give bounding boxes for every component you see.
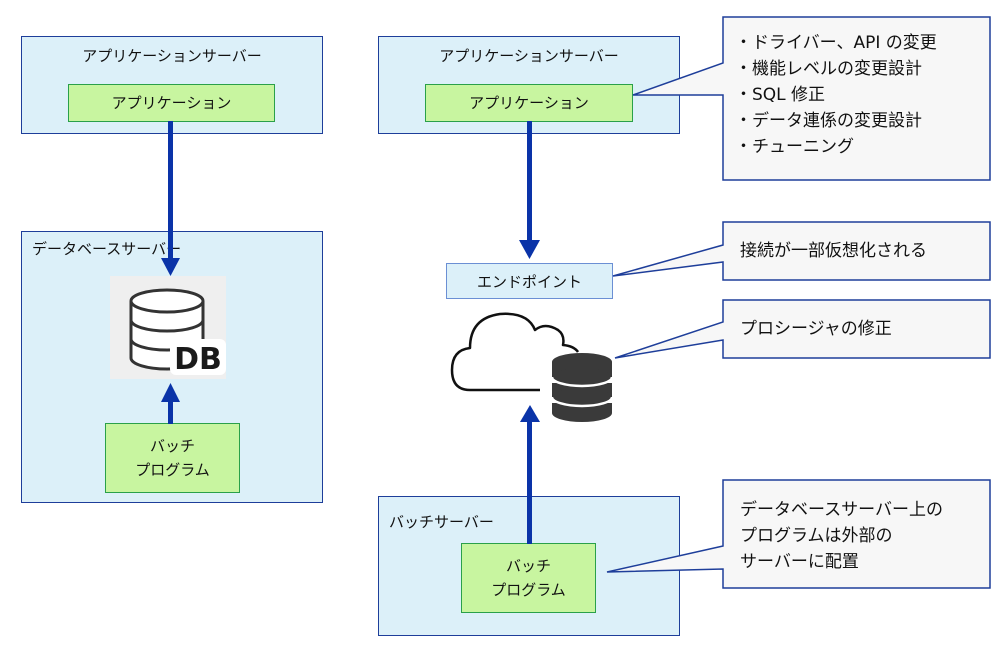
arrow-app-to-endpoint xyxy=(519,121,540,259)
endpoint-box[interactable]: エンドポイント xyxy=(446,263,613,299)
left-batch-line2: プログラム xyxy=(135,461,210,479)
callout-batch-line: データベースサーバー上の xyxy=(740,500,943,520)
db-icon-text: DB xyxy=(174,342,222,377)
left-application-box[interactable]: アプリケーション xyxy=(68,84,275,122)
batch-server-title: バッチサーバー xyxy=(389,513,494,531)
right-batch-line2: プログラム xyxy=(491,581,566,599)
database-stack-icon xyxy=(552,353,612,422)
callout-db: プロシージャの修正 xyxy=(740,319,892,339)
callout-endpoint: 接続が一部仮想化される xyxy=(740,241,927,261)
right-batch-program-box[interactable]: バッチ プログラム xyxy=(461,543,596,613)
right-batch-line1: バッチ xyxy=(505,557,551,575)
database-icon: DB xyxy=(129,288,226,377)
right-application-label: アプリケーション xyxy=(469,94,589,112)
left-batch-line1: バッチ xyxy=(149,437,195,455)
left-batch-program-box[interactable]: バッチ プログラム xyxy=(105,423,240,493)
callout-app-item: ・SQL 修正 xyxy=(735,85,826,105)
endpoint-label: エンドポイント xyxy=(476,272,582,291)
right-application-box[interactable]: アプリケーション xyxy=(425,84,633,122)
left-application-label: アプリケーション xyxy=(111,94,232,112)
callout-batch-line: サーバーに配置 xyxy=(740,552,859,572)
callout-batch: データベースサーバー上の プログラムは外部の サーバーに配置 xyxy=(740,497,943,575)
db-icon-tile: DB xyxy=(110,276,226,379)
left-db-server-title: データベースサーバー xyxy=(32,240,182,258)
callout-app-item: ・機能レベルの変更設計 xyxy=(735,59,922,79)
callout-app-item: ・データ連係の変更設計 xyxy=(735,111,922,131)
callout-app-item: ・ドライバー、API の変更 xyxy=(735,33,937,53)
callout-app-changes: ・ドライバー、API の変更 ・機能レベルの変更設計 ・SQL 修正 ・データ連… xyxy=(735,30,937,160)
left-app-server-title: アプリケーションサーバー xyxy=(82,47,262,65)
callout-app-item: ・チューニング xyxy=(735,137,854,157)
cloud-icon xyxy=(450,312,580,392)
callout-batch-line: プログラムは外部の xyxy=(740,526,893,546)
right-app-server-title: アプリケーションサーバー xyxy=(439,47,619,65)
